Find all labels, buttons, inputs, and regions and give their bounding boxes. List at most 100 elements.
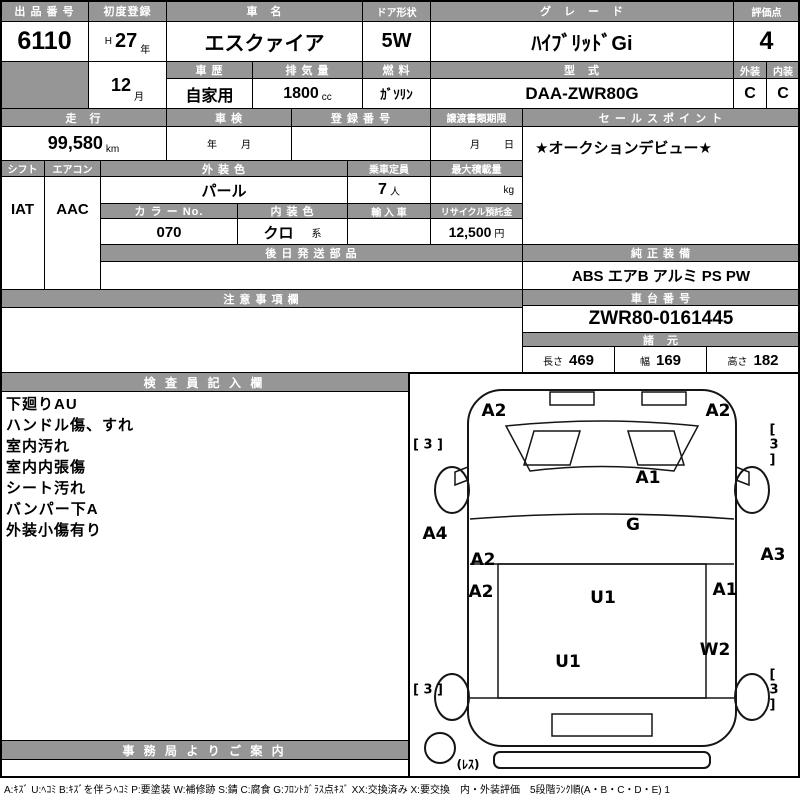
lot-number-label: 出 品 番 号	[0, 0, 89, 22]
max-load-label: 最大積載量	[430, 160, 523, 177]
lot-number: 6110	[0, 21, 89, 62]
inspector-label: 検 査 員 記 入 欄	[0, 372, 409, 392]
transfer-day-unit: 日	[504, 140, 514, 151]
car-top-view	[424, 389, 770, 769]
equipment: ABS エアB アルミ PS PW	[522, 261, 800, 290]
recycle-deposit: 12,500 円	[430, 218, 523, 246]
caution-label: 注 意 事 項 欄	[0, 289, 523, 308]
color-number: 070	[100, 218, 238, 246]
dimension-length: 長さ 469	[522, 346, 615, 374]
sales-point: ★オークションデビュー★	[522, 126, 800, 245]
model-code: DAA-ZWR80G	[430, 78, 734, 109]
import-label: 輸 入 車	[347, 203, 431, 219]
car-body	[467, 389, 737, 747]
dimensions-label: 諸 元	[522, 332, 800, 347]
windshield	[504, 420, 700, 472]
dimension-width: 幅 169	[614, 346, 707, 374]
damage-diagram: A2 A2 A1 A4 G A3 A2 A2 U1 A1 U1 W2 [ 3 ]…	[408, 372, 800, 778]
equipment-label: 純 正 装 備	[522, 244, 800, 262]
displacement: 1800 cc	[252, 78, 363, 109]
damage-mark: A2	[470, 550, 496, 570]
inspector-note-line: 外装小傷有り	[6, 522, 103, 539]
exterior-grade: C	[733, 78, 767, 109]
sales-point-label: セ ー ル ス ポ イ ン ト	[522, 108, 800, 127]
door-shape-label: ドア形状	[362, 0, 431, 22]
interior-color-label: 内 装 色	[237, 203, 348, 219]
caution-area	[0, 307, 523, 374]
reg-year: 27	[114, 30, 138, 52]
exterior-color: パール	[100, 176, 348, 204]
inspector-note-line: 室内内張傷	[6, 459, 87, 476]
width-label: 幅	[639, 356, 650, 368]
front-grille-right	[641, 391, 687, 406]
fuel-label: 燃 料	[362, 61, 431, 79]
inspector-note-line: ハンドル傷、すれ	[6, 417, 135, 434]
dashboard-line	[469, 513, 735, 520]
car-history-label: 車 歴	[166, 61, 253, 79]
displacement-unit: cc	[321, 92, 332, 103]
grade-label: グ レ ー ド	[430, 0, 734, 22]
mileage-label: 走 行	[0, 108, 167, 127]
later-parts-label: 後 日 発 送 部 品	[100, 244, 523, 262]
interior-grade-label: 内装	[766, 61, 800, 79]
legend-text: A:ｷｽﾞ U:ﾍｺﾐ B:ｷｽﾞを伴うﾍｺﾐ P:要塗装 W:補修跡 S:錆 …	[4, 785, 670, 796]
exterior-grade-label: 外装	[733, 61, 767, 79]
tire-depth-mark: [ 3 ]	[769, 667, 779, 713]
import-flag	[347, 218, 431, 246]
aircon: AAC	[44, 176, 101, 290]
inspector-note-line: 室内汚れ	[6, 438, 71, 455]
capacity-label: 乗車定員	[347, 160, 431, 177]
recycle-unit: 円	[494, 229, 505, 240]
shift-label: シフト	[0, 160, 45, 177]
interior-color-unit: 系	[311, 228, 322, 240]
inspector-note-line: バンパー下A	[6, 501, 99, 518]
office-info-label: 事 務 局 よ り ご 案 内	[0, 740, 409, 760]
damage-mark: W2	[699, 640, 731, 660]
damage-mark: U1	[555, 652, 581, 672]
capacity: 7 人	[347, 176, 431, 204]
front-grille-left	[549, 391, 595, 406]
mileage: 99,580 km	[0, 126, 167, 161]
car-history: 自家用	[166, 78, 253, 109]
recycle-value: 12,500	[448, 224, 492, 240]
era-letter: H	[104, 36, 112, 47]
damage-mark: A2	[481, 401, 507, 421]
score-label: 評価点	[733, 0, 800, 22]
damage-mark: A4	[422, 524, 448, 544]
wheel-rear-right	[734, 673, 770, 721]
spare-less-label: (ﾚｽ)	[456, 757, 480, 772]
inspection-label: 車 検	[166, 108, 292, 127]
interior-grade: C	[766, 78, 800, 109]
wheel-front-right	[734, 466, 770, 514]
inspection-year-unit: 年	[207, 140, 217, 151]
damage-mark: A1	[635, 468, 661, 488]
car-name-label: 車 名	[166, 0, 363, 22]
month-unit: 月	[134, 92, 145, 103]
color-number-label: カ ラ ー No.	[100, 203, 238, 219]
max-load: kg	[430, 176, 523, 204]
mileage-value: 99,580	[47, 133, 103, 153]
mirror-right	[735, 466, 750, 487]
width-value: 169	[655, 351, 682, 369]
exterior-color-label: 外 装 色	[100, 160, 348, 177]
rear-bumper	[493, 751, 711, 769]
first-registration-month: 12 月	[88, 61, 167, 109]
displacement-label: 排 気 量	[252, 61, 363, 79]
tire-depth-mark: [ 3 ]	[413, 682, 443, 698]
interior-color-value: クロ	[263, 224, 294, 242]
damage-mark: A2	[468, 582, 494, 602]
inspector-note-line: シート汚れ	[6, 480, 87, 497]
dimension-height: 高さ 182	[706, 346, 800, 374]
rear-window	[551, 713, 653, 737]
floor-area	[497, 563, 707, 699]
inspection-date: 年 月	[166, 126, 292, 161]
damage-mark: U1	[590, 588, 616, 608]
damage-mark: G	[626, 515, 640, 535]
displacement-value: 1800	[283, 84, 319, 102]
damage-mark: A2	[705, 401, 731, 421]
first-registration-label: 初度登録	[88, 0, 167, 22]
wiper-zone-left	[522, 430, 582, 466]
wheel-front-left	[434, 466, 470, 514]
damage-mark: A3	[760, 545, 786, 565]
